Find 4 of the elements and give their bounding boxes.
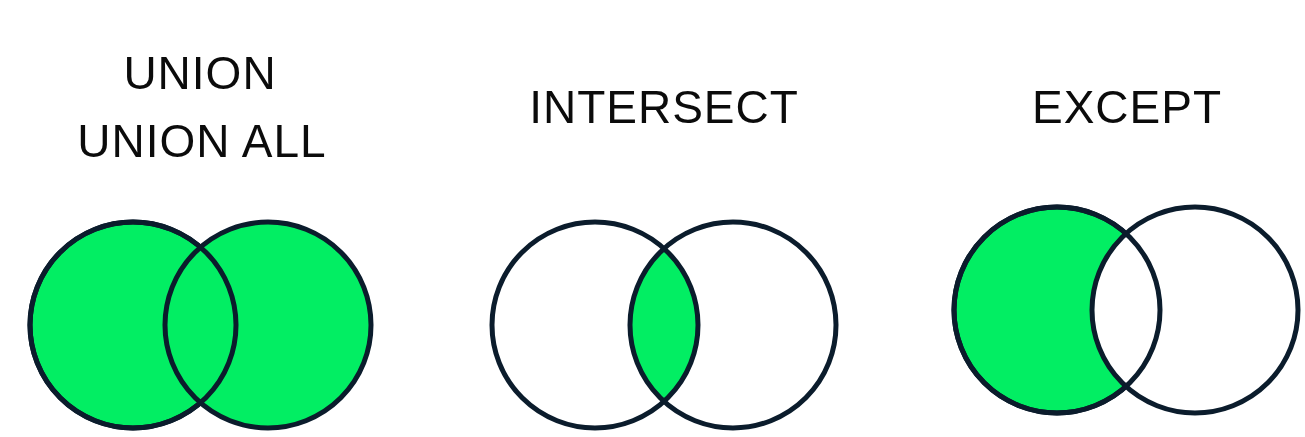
set-operation-title: UNION ALL bbox=[77, 118, 327, 164]
set-operation-title: INTERSECT bbox=[529, 84, 799, 130]
set-operation-title: EXCEPT bbox=[1032, 84, 1222, 130]
set-operation-title: UNION bbox=[123, 50, 277, 96]
